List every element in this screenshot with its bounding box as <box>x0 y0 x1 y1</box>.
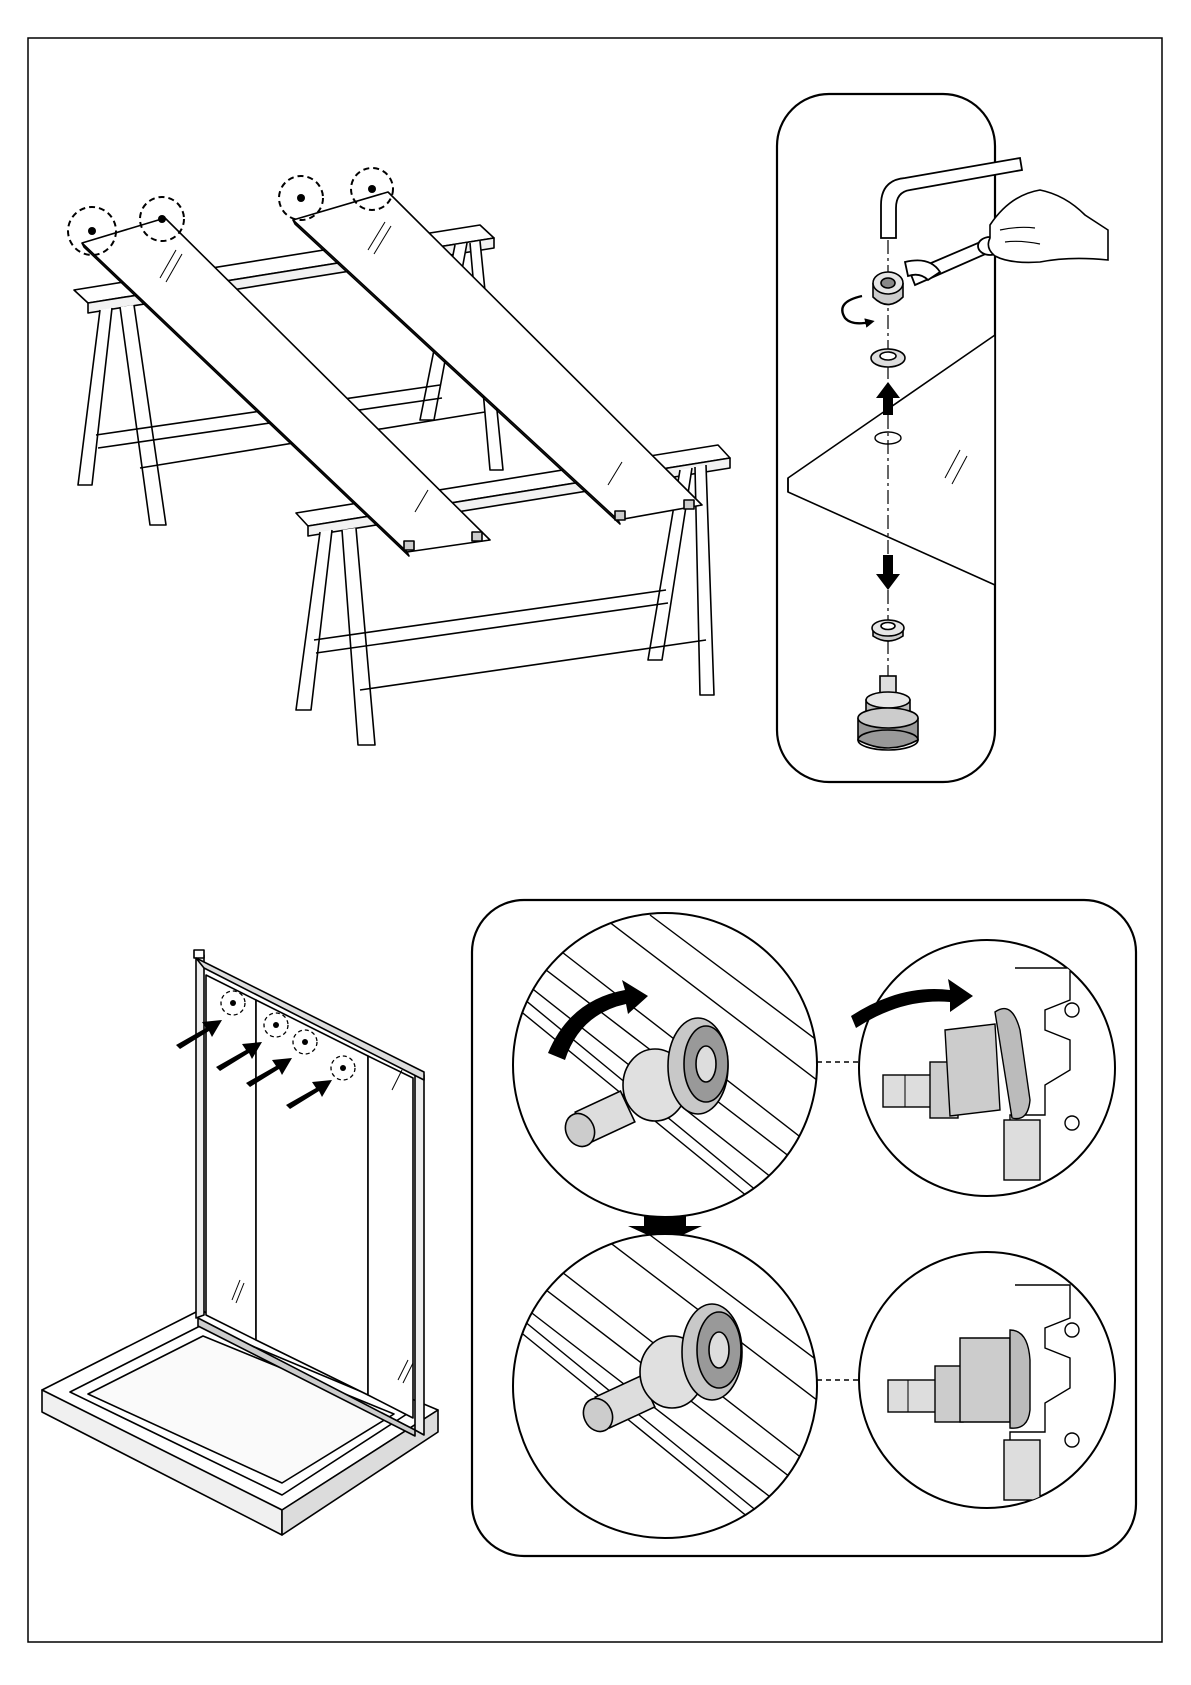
spacer-icon <box>872 620 904 641</box>
washer-icon <box>871 349 905 367</box>
shower-enclosure-illustration <box>42 950 438 1535</box>
hex-nut-icon <box>873 272 903 305</box>
sawhorse-panels-illustration <box>68 168 730 745</box>
hand-icon <box>988 190 1108 262</box>
frame-right-post <box>415 1075 424 1435</box>
roller-engagement-panel <box>472 900 1136 1556</box>
roller-assembly-panel <box>777 94 1108 782</box>
roller-after-section <box>859 1252 1115 1508</box>
frame-left-post <box>196 955 204 1318</box>
